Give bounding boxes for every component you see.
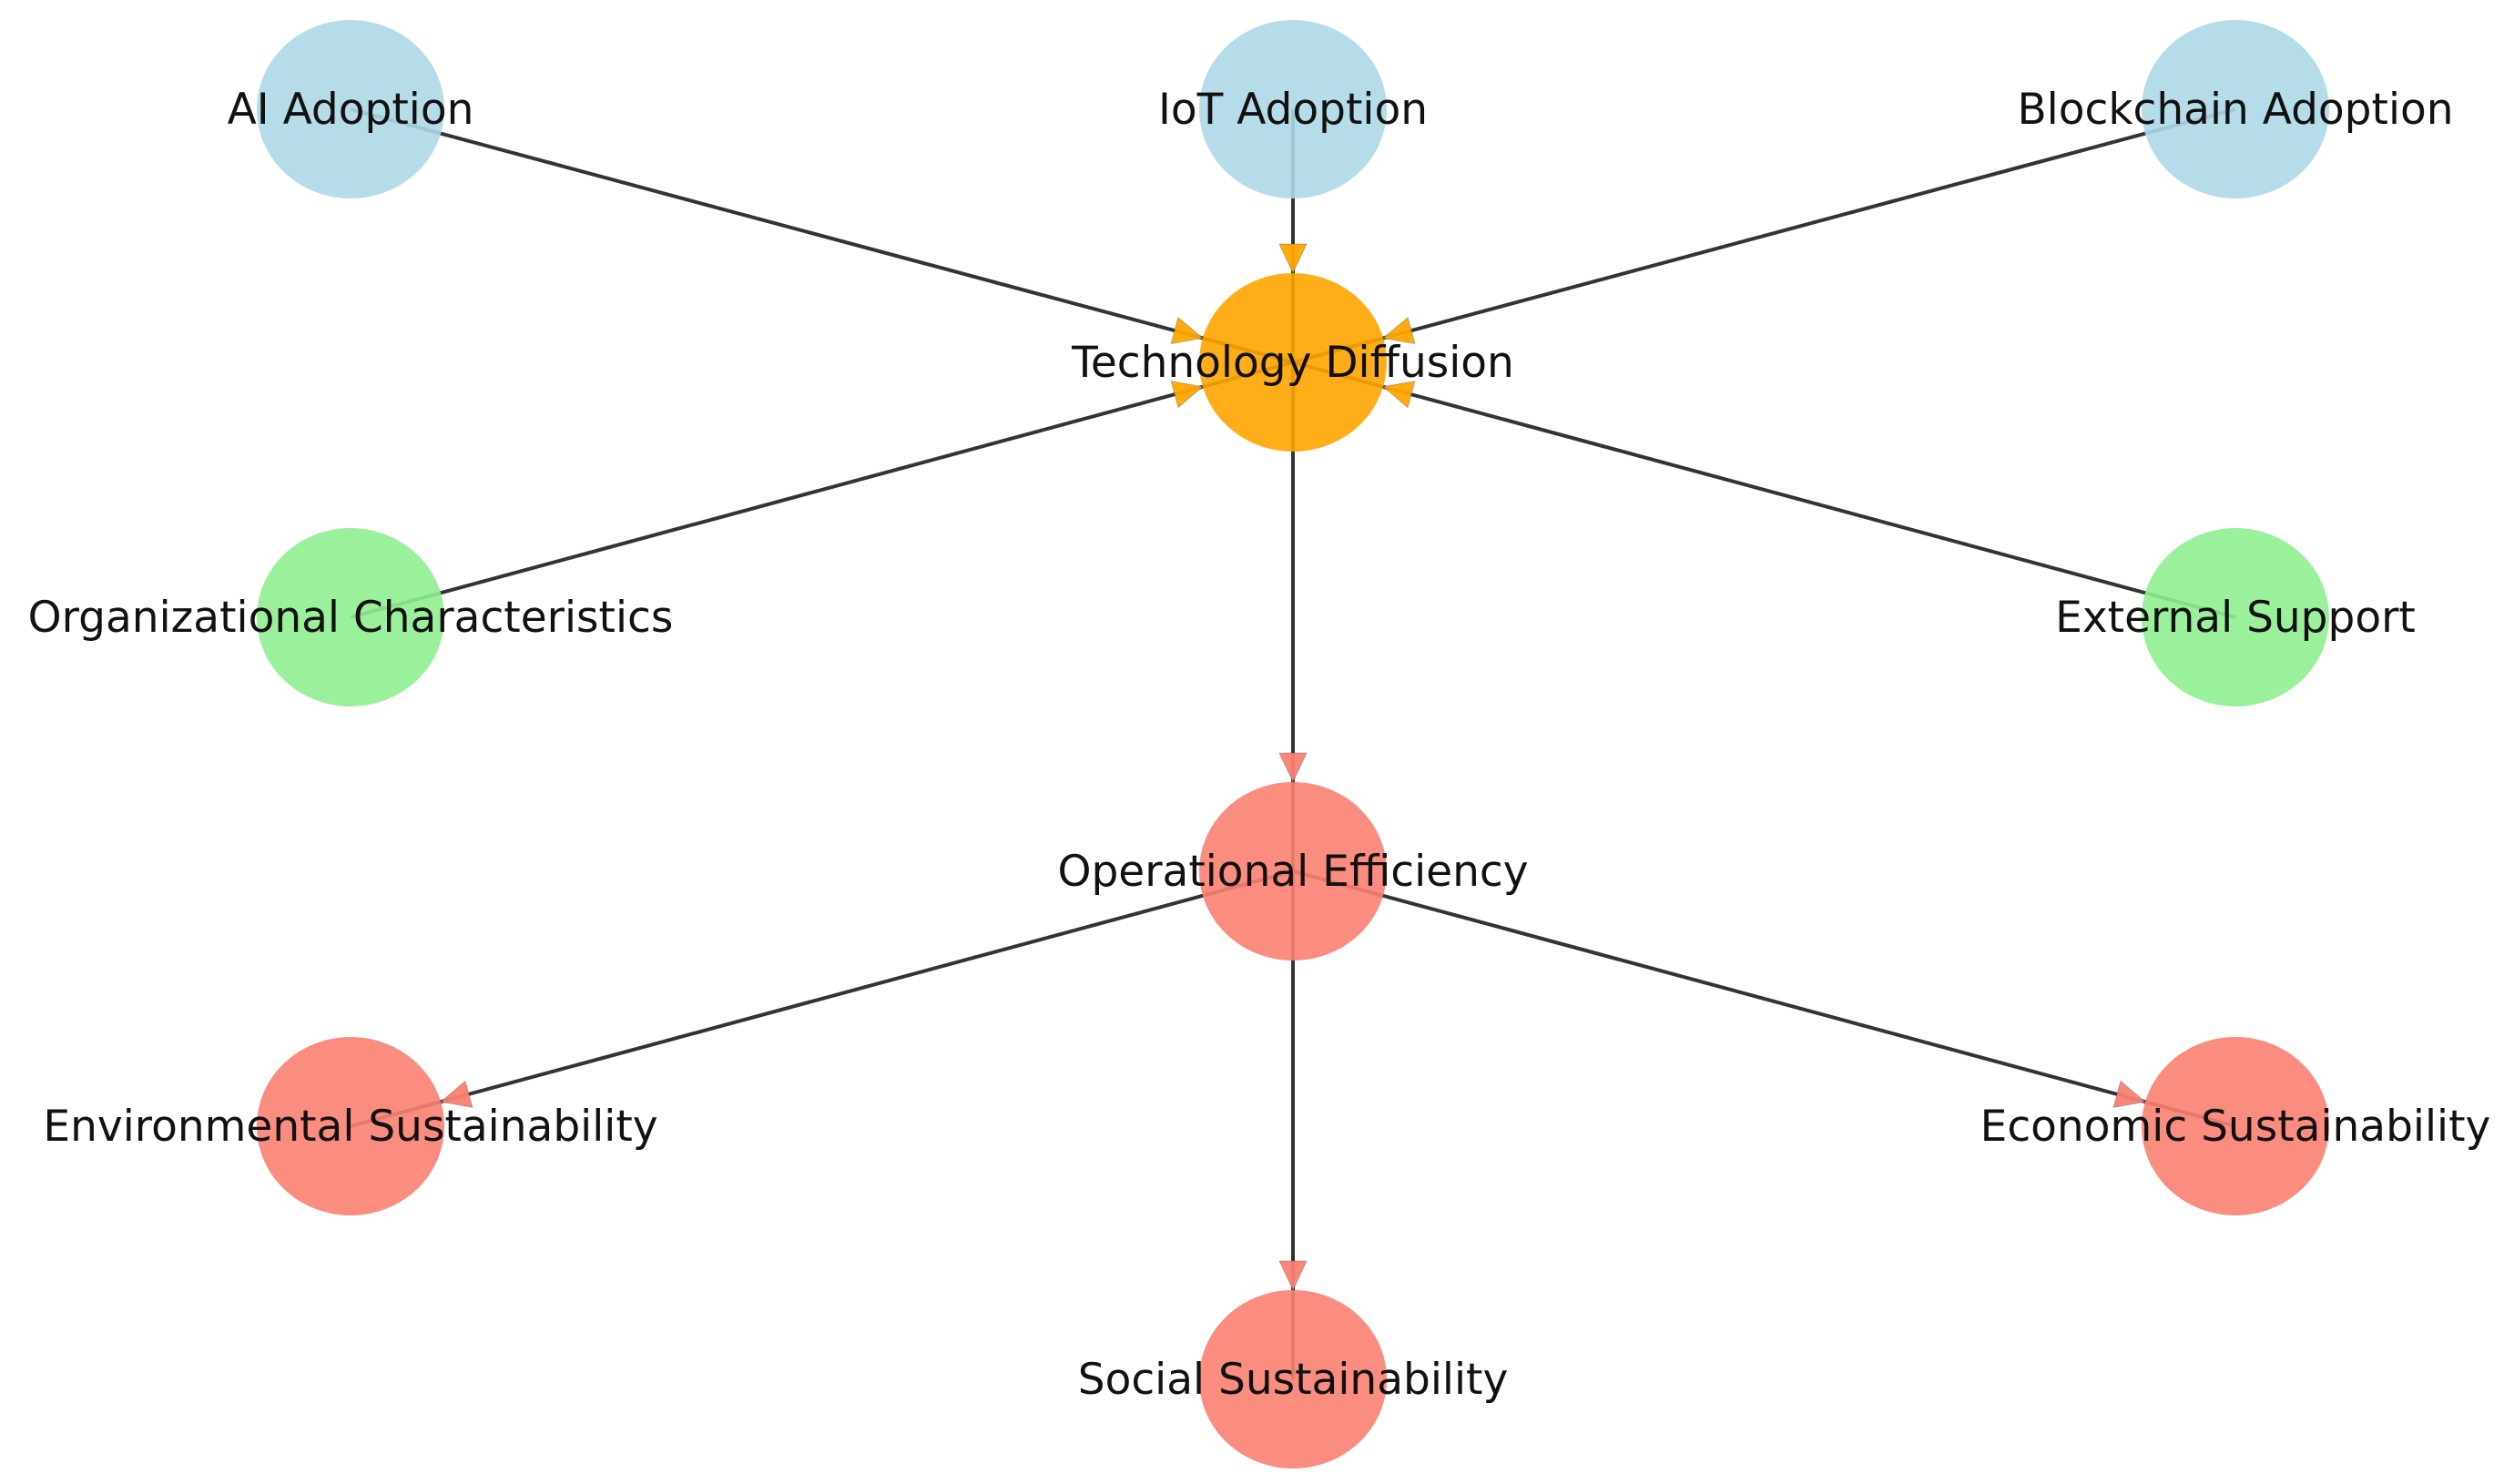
node-econ: [2142, 1037, 2329, 1215]
edge-blockchain-to-diffusion: [1292, 107, 2236, 364]
arrowhead-iot-to-diffusion: [1278, 243, 1308, 275]
arrowhead-external-to-diffusion: [1381, 381, 1416, 409]
node-label-diffusion: Technology Diffusion: [1071, 338, 1514, 388]
node-label-external: External Support: [2055, 593, 2416, 643]
edge-ai-to-diffusion: [350, 107, 1294, 364]
node-label-env: Environmental Sustainability: [43, 1102, 657, 1152]
node-label-blockchain: Blockchain Adoption: [2017, 85, 2453, 135]
node-social: [1199, 1290, 1387, 1469]
node-label-social: Social Sustainability: [1078, 1355, 1509, 1405]
node-ai: [257, 20, 444, 198]
arrowhead-opeff-to-social: [1278, 1260, 1308, 1292]
node-label-opeff: Operational Efficiency: [1057, 847, 1528, 897]
node-label-ai: AI Adoption: [228, 85, 474, 135]
node-org: [257, 528, 444, 706]
node-label-org: Organizational Characteristics: [28, 593, 674, 643]
arrowhead-blockchain-to-diffusion: [1381, 316, 1416, 345]
node-label-iot: IoT Adoption: [1158, 85, 1428, 135]
node-label-econ: Economic Sustainability: [1980, 1102, 2491, 1152]
arrowhead-opeff-to-env: [439, 1080, 473, 1108]
node-opeff: [1199, 782, 1387, 961]
arrowhead-diffusion-to-opeff: [1278, 752, 1308, 784]
arrowhead-org-to-diffusion: [1170, 381, 1205, 409]
node-env: [257, 1037, 444, 1215]
labels-layer: AI Adoption IoT Adoption Blockchain Adopti…: [28, 85, 2491, 1405]
node-iot: [1199, 20, 1387, 198]
node-blockchain: [2142, 20, 2329, 198]
edge-opeff-to-econ: [1292, 869, 2236, 1128]
edge-org-to-diffusion: [350, 361, 1294, 619]
edge-external-to-diffusion: [1292, 361, 2236, 619]
arrowhead-opeff-to-econ: [2112, 1080, 2147, 1108]
arrowhead-ai-to-diffusion: [1170, 316, 1205, 345]
node-external: [2142, 528, 2329, 706]
edge-opeff-to-env: [350, 869, 1294, 1128]
node-diffusion: [1199, 273, 1387, 452]
nodes-layer: [257, 20, 2329, 1469]
